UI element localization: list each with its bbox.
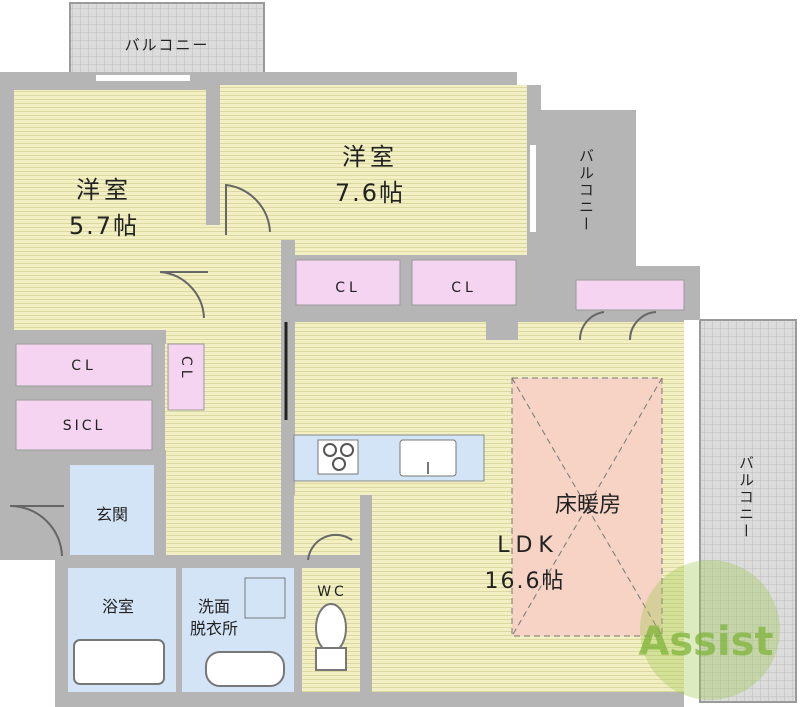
ldk-heating-label: 床暖房: [555, 493, 621, 518]
door-swing: [578, 311, 605, 341]
balcony-top: [69, 2, 265, 74]
closet-c-label: CL: [71, 358, 97, 374]
bath-label: 浴室: [102, 597, 134, 616]
entrance-label: 玄関: [96, 505, 128, 524]
western-room-1-name: 洋室: [76, 176, 132, 204]
balcony-right-upper-label: バルコニー: [577, 148, 595, 233]
ldk-name: LDK: [497, 533, 559, 558]
closet-ldk: [575, 279, 685, 311]
closet-hall-label: CL: [178, 356, 194, 382]
floor-heating-zone: [511, 377, 663, 637]
closet-b-label: CL: [451, 280, 477, 296]
closet-hall: [167, 343, 205, 411]
bathtub-icon: [73, 639, 165, 685]
logo-text: Assist: [638, 619, 773, 665]
ldk-size: 16.6帖: [485, 569, 566, 594]
sink-icon: [399, 439, 457, 477]
wall: [294, 555, 302, 692]
closet-a: [295, 259, 401, 306]
balcony-right-lower-label: バルコニー: [737, 455, 755, 540]
closet-a-label: CL: [335, 280, 361, 296]
wall: [206, 85, 220, 225]
closet-sicl-label: SICL: [63, 418, 106, 434]
wall: [281, 240, 295, 495]
western-room-2-name: 洋室: [342, 143, 398, 171]
wall: [154, 464, 166, 564]
balcony-right-lower: [699, 319, 797, 703]
toilet-icon: [315, 603, 347, 653]
closet-b: [411, 259, 517, 306]
burner-icon: [323, 443, 337, 457]
burner-icon: [332, 457, 346, 471]
washroom-label-line1: 洗面: [198, 597, 230, 616]
wall: [0, 450, 166, 464]
wall: [486, 322, 518, 340]
door-swing: [307, 533, 353, 561]
western-room-1-size: 5.7帖: [69, 212, 139, 240]
door-swing: [9, 505, 64, 557]
door-swing: [225, 183, 271, 235]
washer-space-icon: [244, 577, 286, 619]
wall: [176, 568, 182, 692]
washbasin-icon: [205, 651, 285, 687]
logo-mark: [640, 560, 780, 700]
wall: [58, 555, 370, 568]
wall: [360, 495, 372, 692]
burner-icon: [340, 443, 354, 457]
washroom-label-line2: 脱衣所: [190, 619, 238, 638]
wc-label: WC: [317, 584, 347, 600]
balcony-top-label: バルコニー: [125, 36, 210, 54]
door-swing: [628, 311, 657, 341]
closet-sicl: [15, 399, 153, 451]
toilet-tank-icon: [315, 647, 347, 671]
wall: [0, 330, 166, 344]
door-swing: [159, 271, 208, 319]
closet-c: [15, 343, 153, 387]
western-room-2-size: 7.6帖: [335, 179, 405, 207]
floor-entrance: [70, 465, 154, 555]
